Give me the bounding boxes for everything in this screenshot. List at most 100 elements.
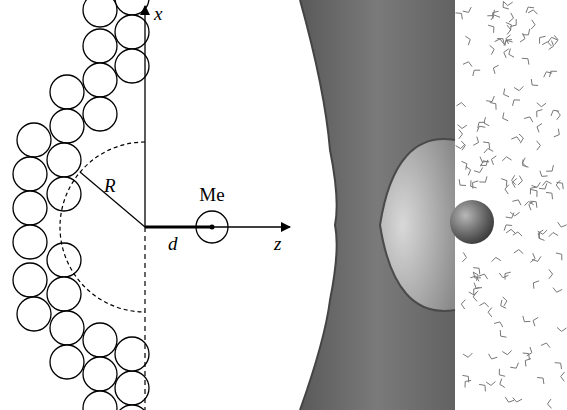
water-molecule — [546, 192, 553, 199]
water-molecule — [537, 124, 542, 133]
water-molecule — [524, 117, 533, 122]
water-molecule — [505, 185, 509, 194]
water-molecule — [501, 300, 507, 308]
water-molecule — [507, 25, 511, 34]
water-molecule — [474, 288, 480, 295]
water-molecule — [486, 381, 495, 385]
water-molecule — [459, 179, 466, 185]
water-molecule — [531, 190, 537, 197]
water-molecule — [531, 79, 538, 86]
water-molecule — [473, 70, 480, 76]
water-molecule — [512, 178, 517, 187]
water-molecule — [532, 256, 541, 261]
water-molecule — [503, 297, 507, 306]
water-molecule — [539, 183, 547, 189]
water-molecule — [462, 375, 468, 382]
water-molecule — [518, 176, 522, 185]
water-molecule — [548, 37, 557, 42]
water-molecule — [504, 89, 510, 97]
water-molecule — [537, 378, 544, 385]
water-molecule — [549, 233, 558, 237]
water-molecule — [492, 257, 501, 261]
water-molecule — [479, 176, 487, 182]
x-axis — [144, 6, 145, 227]
water-molecule — [522, 58, 529, 64]
water-molecule — [484, 149, 493, 154]
water-molecule — [528, 10, 537, 14]
water-molecule — [512, 200, 521, 205]
water-molecule — [532, 182, 541, 187]
z-axis — [145, 226, 290, 227]
water-molecule — [465, 380, 471, 387]
water-molecule — [511, 137, 520, 142]
water-molecule — [465, 36, 470, 45]
water-molecule — [459, 129, 463, 138]
water-molecule — [479, 303, 488, 307]
water-molecule — [502, 350, 511, 354]
water-molecule — [504, 225, 512, 231]
water-molecule — [495, 39, 504, 44]
water-molecule — [489, 354, 498, 359]
water-molecule — [461, 141, 465, 150]
distance-d — [145, 226, 212, 229]
water-molecule — [484, 117, 489, 126]
water-molecule — [540, 171, 548, 177]
water-molecule — [509, 49, 514, 58]
water-molecule — [513, 232, 522, 236]
water-molecule — [530, 253, 535, 262]
water-molecule — [510, 19, 516, 26]
water-molecule — [554, 35, 558, 44]
water-molecule — [561, 372, 565, 381]
water-molecule — [542, 181, 551, 186]
water-molecule — [499, 369, 505, 377]
ion-node: Me — [194, 185, 230, 244]
water-molecule — [506, 229, 515, 233]
center-dot — [210, 225, 215, 230]
water-molecule — [479, 274, 488, 279]
axis-label: x — [154, 4, 162, 23]
water-molecule — [522, 158, 527, 167]
water-molecule — [505, 397, 514, 402]
water-molecule — [542, 42, 551, 46]
water-molecule — [463, 353, 472, 357]
water-molecule — [513, 100, 521, 106]
water-molecule — [461, 300, 465, 309]
water-molecule — [523, 316, 531, 322]
water-molecule — [549, 41, 554, 50]
water-molecule — [537, 103, 546, 107]
water-molecule — [486, 96, 494, 102]
water-molecule — [502, 157, 511, 161]
dashed-line — [144, 227, 145, 410]
water-molecule — [558, 222, 567, 227]
water-molecule — [462, 252, 466, 261]
ion-outline — [196, 211, 228, 243]
water-molecule — [546, 165, 553, 171]
water-molecule — [493, 65, 498, 74]
water-molecule — [505, 272, 511, 280]
axis-label: d — [168, 234, 178, 253]
water-molecule — [513, 398, 522, 403]
water-molecule — [548, 399, 552, 408]
water-molecule — [473, 272, 478, 281]
water-molecule — [499, 273, 508, 278]
water-molecule — [462, 161, 467, 169]
water-molecule — [520, 33, 525, 42]
water-molecule — [553, 288, 562, 293]
water-molecule — [473, 137, 478, 146]
water-molecule — [458, 125, 467, 129]
radius-line — [80, 172, 145, 227]
axis-label: z — [274, 234, 281, 253]
water-molecule — [501, 179, 507, 187]
water-molecule — [488, 25, 494, 33]
water-molecule — [556, 253, 562, 260]
water-molecule — [514, 86, 523, 90]
water-molecule — [456, 13, 463, 19]
water-molecule — [504, 49, 509, 58]
water-molecule — [551, 110, 559, 116]
water-molecule — [506, 35, 511, 44]
water-molecule — [549, 269, 553, 278]
water-molecule — [555, 363, 562, 370]
water-molecule — [524, 202, 533, 206]
